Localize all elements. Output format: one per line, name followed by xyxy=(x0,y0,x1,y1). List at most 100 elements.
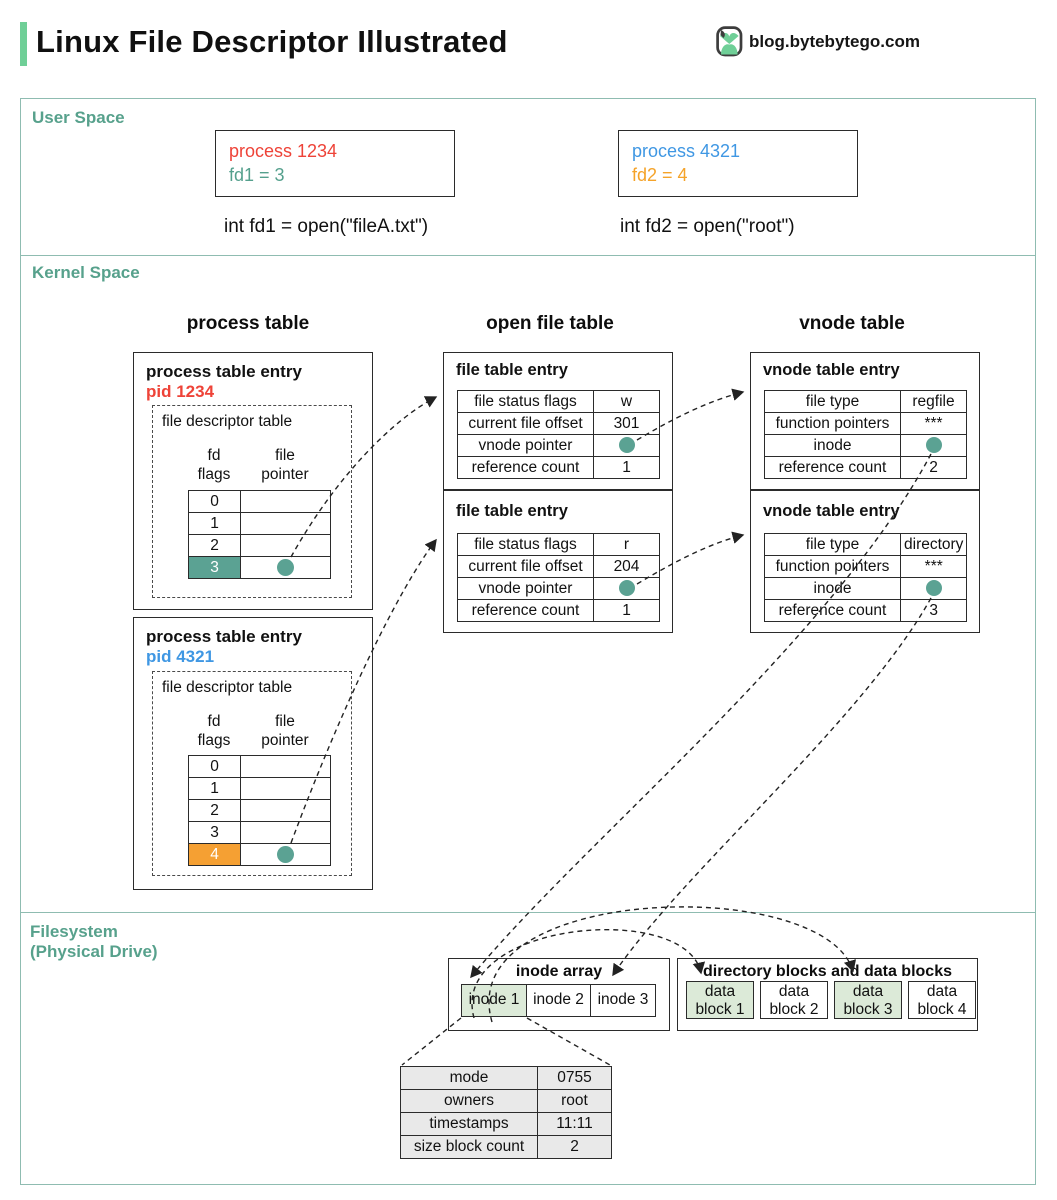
fp-0 xyxy=(240,755,331,778)
filesystem-label-line1: Filesystem xyxy=(30,922,118,941)
title-accent-bar xyxy=(20,22,27,66)
row-value: *** xyxy=(899,555,968,578)
row-label: owners xyxy=(400,1089,538,1113)
inode-1-cell: inode 1 xyxy=(461,984,527,1017)
row-label: reference count xyxy=(457,456,594,479)
process-1234-fd: fd1 = 3 xyxy=(229,165,285,185)
fp-3 xyxy=(240,556,331,579)
table-row: inode xyxy=(764,434,967,457)
table-row: vnode pointer xyxy=(457,434,660,457)
row-label: file type xyxy=(764,533,901,556)
fp-colhead-line1: file xyxy=(275,447,295,464)
data-block-4-cell: data block 4 xyxy=(908,981,976,1019)
file-pointer-colhead-1234: file pointer xyxy=(240,446,330,484)
table-row: inode xyxy=(764,577,968,600)
data-block-2-cell: data block 2 xyxy=(760,981,828,1019)
row-value: 2 xyxy=(537,1135,612,1159)
fd-colhead-line2: flags xyxy=(197,732,231,749)
fd-flags-colhead-1234: fd flags xyxy=(188,446,240,484)
fp-1 xyxy=(240,512,331,535)
fd-3-highlighted: 3 xyxy=(188,556,241,579)
page-title: Linux File Descriptor Illustrated xyxy=(36,24,508,59)
fp-4 xyxy=(240,843,331,866)
inode-pointer-dot-1 xyxy=(925,437,942,454)
row-value: *** xyxy=(900,412,967,435)
filesystem-label: Filesystem (Physical Drive) xyxy=(30,922,158,962)
row-label: current file offset xyxy=(457,555,594,578)
inode-array-cells: inode 1 inode 2 inode 3 xyxy=(461,984,656,1017)
diagram-outer-frame xyxy=(20,98,1036,1185)
row-value xyxy=(593,434,660,457)
fd-table-4321: 0 1 2 3 4 xyxy=(188,755,331,866)
row-value: 1 xyxy=(593,456,660,479)
file-pointer-dot-1234 xyxy=(277,558,294,576)
open-call-fd1: int fd1 = open("fileA.txt") xyxy=(224,216,429,237)
row-label: mode xyxy=(400,1066,538,1090)
fd-3: 3 xyxy=(188,821,241,844)
row-value xyxy=(900,434,967,457)
kernel-space-label: Kernel Space xyxy=(32,263,140,282)
row-label: reference count xyxy=(764,599,901,622)
row-value: 1 xyxy=(593,599,660,622)
data-block-line1: data xyxy=(926,983,958,1000)
row-label: reference count xyxy=(457,599,594,622)
row-value xyxy=(593,577,660,600)
pid-1234-label: pid 1234 xyxy=(146,382,215,401)
logo-text: blog.bytebytego.com xyxy=(749,31,920,51)
table-row: 0 xyxy=(188,490,331,513)
inode-array-title: inode array xyxy=(515,963,603,980)
process-4321-fd: fd2 = 4 xyxy=(632,165,688,185)
row-label: function pointers xyxy=(764,412,901,435)
filesystem-label-line2: (Physical Drive) xyxy=(30,942,158,961)
table-row: 2 xyxy=(188,534,331,557)
data-block-line2: block 2 xyxy=(769,1001,819,1018)
row-label: inode xyxy=(764,434,901,457)
fd-2: 2 xyxy=(188,799,241,822)
row-value: root xyxy=(537,1089,612,1113)
process-4321-box: process 4321 fd2 = 4 xyxy=(618,130,858,197)
table-row: 3 xyxy=(188,821,331,844)
logo: blog.bytebytego.com xyxy=(716,26,920,57)
row-value: 2 xyxy=(900,456,967,479)
vnode-table-entry-2-title: vnode table entry xyxy=(763,502,900,520)
data-block-line2: block 4 xyxy=(917,1001,967,1018)
data-block-3-cell: data block 3 xyxy=(834,981,902,1019)
bytebytego-logo-icon xyxy=(716,26,743,57)
row-label: timestamps xyxy=(400,1112,538,1136)
row-value: regfile xyxy=(900,390,967,413)
row-value xyxy=(899,577,968,600)
file-table-entry-1-title: file table entry xyxy=(456,361,568,379)
table-row: 1 xyxy=(188,512,331,535)
fd-table-label-4321: file descriptor table xyxy=(162,679,293,696)
row-value: 301 xyxy=(593,412,660,435)
fd-1: 1 xyxy=(188,512,241,535)
inode-pointer-dot-2 xyxy=(925,580,942,597)
row-value: directory xyxy=(899,533,968,556)
inode-3-cell: inode 3 xyxy=(590,984,656,1017)
fd-0: 0 xyxy=(188,755,241,778)
row-value: 204 xyxy=(593,555,660,578)
data-block-cells: data block 1 data block 2 data block 3 d… xyxy=(686,981,976,1019)
file-pointer-dot-4321 xyxy=(277,845,294,863)
fd-table-1234: 0 1 2 3 xyxy=(188,490,331,579)
fd-0: 0 xyxy=(188,490,241,513)
file-pointer-colhead-4321: file pointer xyxy=(240,712,330,750)
fp-colhead-line2: pointer xyxy=(261,732,309,749)
fd-colhead-line1: fd xyxy=(207,713,221,730)
row-label: file type xyxy=(764,390,901,413)
fp-2 xyxy=(240,534,331,557)
pid-4321-label: pid 4321 xyxy=(146,647,215,666)
vnode-table-entry-1-title: vnode table entry xyxy=(763,361,900,379)
